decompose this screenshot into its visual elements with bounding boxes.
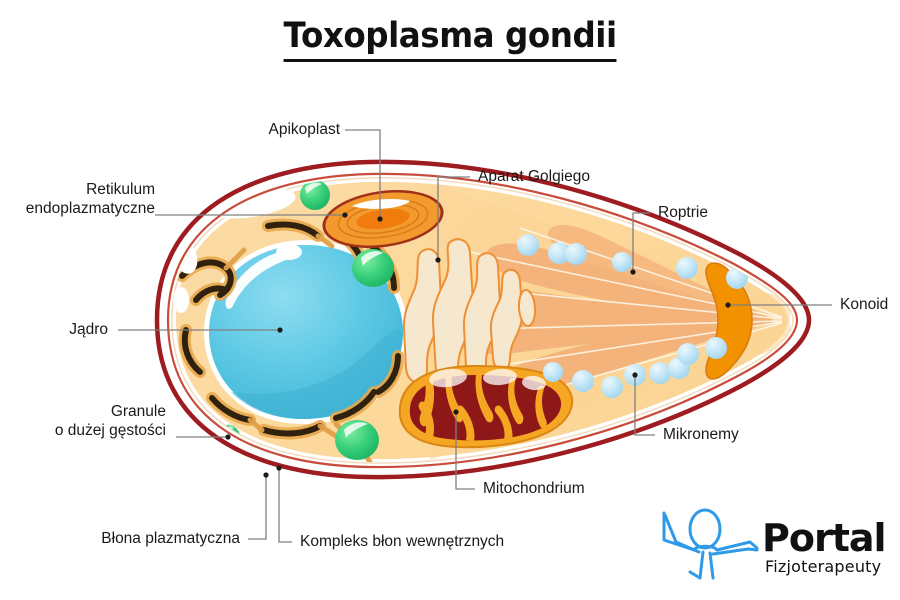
label-blona-plazmatyczna: Błona plazmatyczna bbox=[101, 530, 240, 547]
apicoplast-group bbox=[322, 190, 444, 248]
microneme bbox=[543, 362, 563, 382]
microneme bbox=[601, 376, 623, 398]
label-konoid: Konoid bbox=[840, 296, 889, 313]
page-title: Toxoplasma gondii bbox=[0, 16, 900, 62]
nucleus-highlight-dot bbox=[276, 244, 302, 260]
granule-highlight bbox=[344, 422, 368, 438]
apicoplast-core bbox=[356, 208, 410, 230]
logo-right-arm-2 bbox=[711, 547, 759, 556]
microneme bbox=[572, 370, 594, 392]
label-kompleks-blon: Kompleks błon wewnętrznych bbox=[300, 533, 505, 550]
mitochondrion-highlights bbox=[429, 368, 546, 391]
label-retikulum: Retikulum endoplazmatyczne bbox=[25, 181, 155, 218]
logo-left-arm-2 bbox=[663, 513, 701, 554]
microneme bbox=[517, 234, 539, 256]
leader-roptrie bbox=[632, 212, 650, 272]
outer-membrane-line bbox=[154, 159, 812, 480]
microneme bbox=[677, 343, 699, 365]
nucleus-group bbox=[204, 240, 408, 424]
leader-kompleks bbox=[278, 468, 292, 543]
logo-head bbox=[688, 508, 722, 550]
label-aparat-golgiego: Aparat Golgiego bbox=[478, 168, 591, 185]
label-roptrie: Roptrie bbox=[658, 204, 708, 221]
label-granule: Granule o dużej gęstości bbox=[54, 403, 166, 440]
microneme bbox=[612, 252, 632, 272]
logo-right-arm bbox=[715, 540, 759, 552]
golgi-vesicle bbox=[517, 289, 537, 327]
granule-highlight bbox=[361, 251, 383, 266]
membrane-gap-outer bbox=[160, 166, 805, 474]
logo-subtitle: Fizjoterapeuty bbox=[765, 557, 882, 576]
microneme bbox=[548, 242, 570, 264]
cristae-group bbox=[418, 375, 547, 441]
leader-apikoplast bbox=[345, 129, 381, 219]
inner-membrane-line bbox=[166, 172, 799, 469]
microneme bbox=[649, 362, 671, 384]
microneme bbox=[565, 243, 587, 265]
logo-torso-2 bbox=[708, 551, 715, 580]
label-jadro: Jądro bbox=[69, 321, 108, 338]
micronemes-group bbox=[517, 234, 748, 398]
apicoplast-highlight bbox=[352, 198, 410, 209]
microneme bbox=[705, 337, 727, 359]
label-mitochondrium: Mitochondrium bbox=[483, 480, 585, 497]
logo-torso bbox=[698, 550, 705, 580]
leader-blona bbox=[248, 475, 267, 540]
leader-lines bbox=[118, 129, 832, 543]
microneme bbox=[676, 257, 698, 279]
leader-golgi bbox=[437, 176, 470, 260]
roptry bbox=[460, 316, 772, 354]
vacuole bbox=[173, 287, 189, 313]
logo-mark bbox=[662, 508, 759, 580]
granule-highlight bbox=[305, 182, 322, 194]
label-apikoplast: Apikoplast bbox=[268, 121, 340, 138]
label-mikronemy: Mikronemy bbox=[663, 426, 739, 443]
leader-mitochondrium bbox=[455, 412, 475, 490]
logo-wordmark: Portal bbox=[762, 516, 887, 560]
logo-leg bbox=[688, 570, 702, 580]
mitochondrion-group bbox=[398, 364, 574, 449]
nucleus-shadow bbox=[231, 328, 403, 419]
leader-mikronemy bbox=[634, 375, 655, 436]
